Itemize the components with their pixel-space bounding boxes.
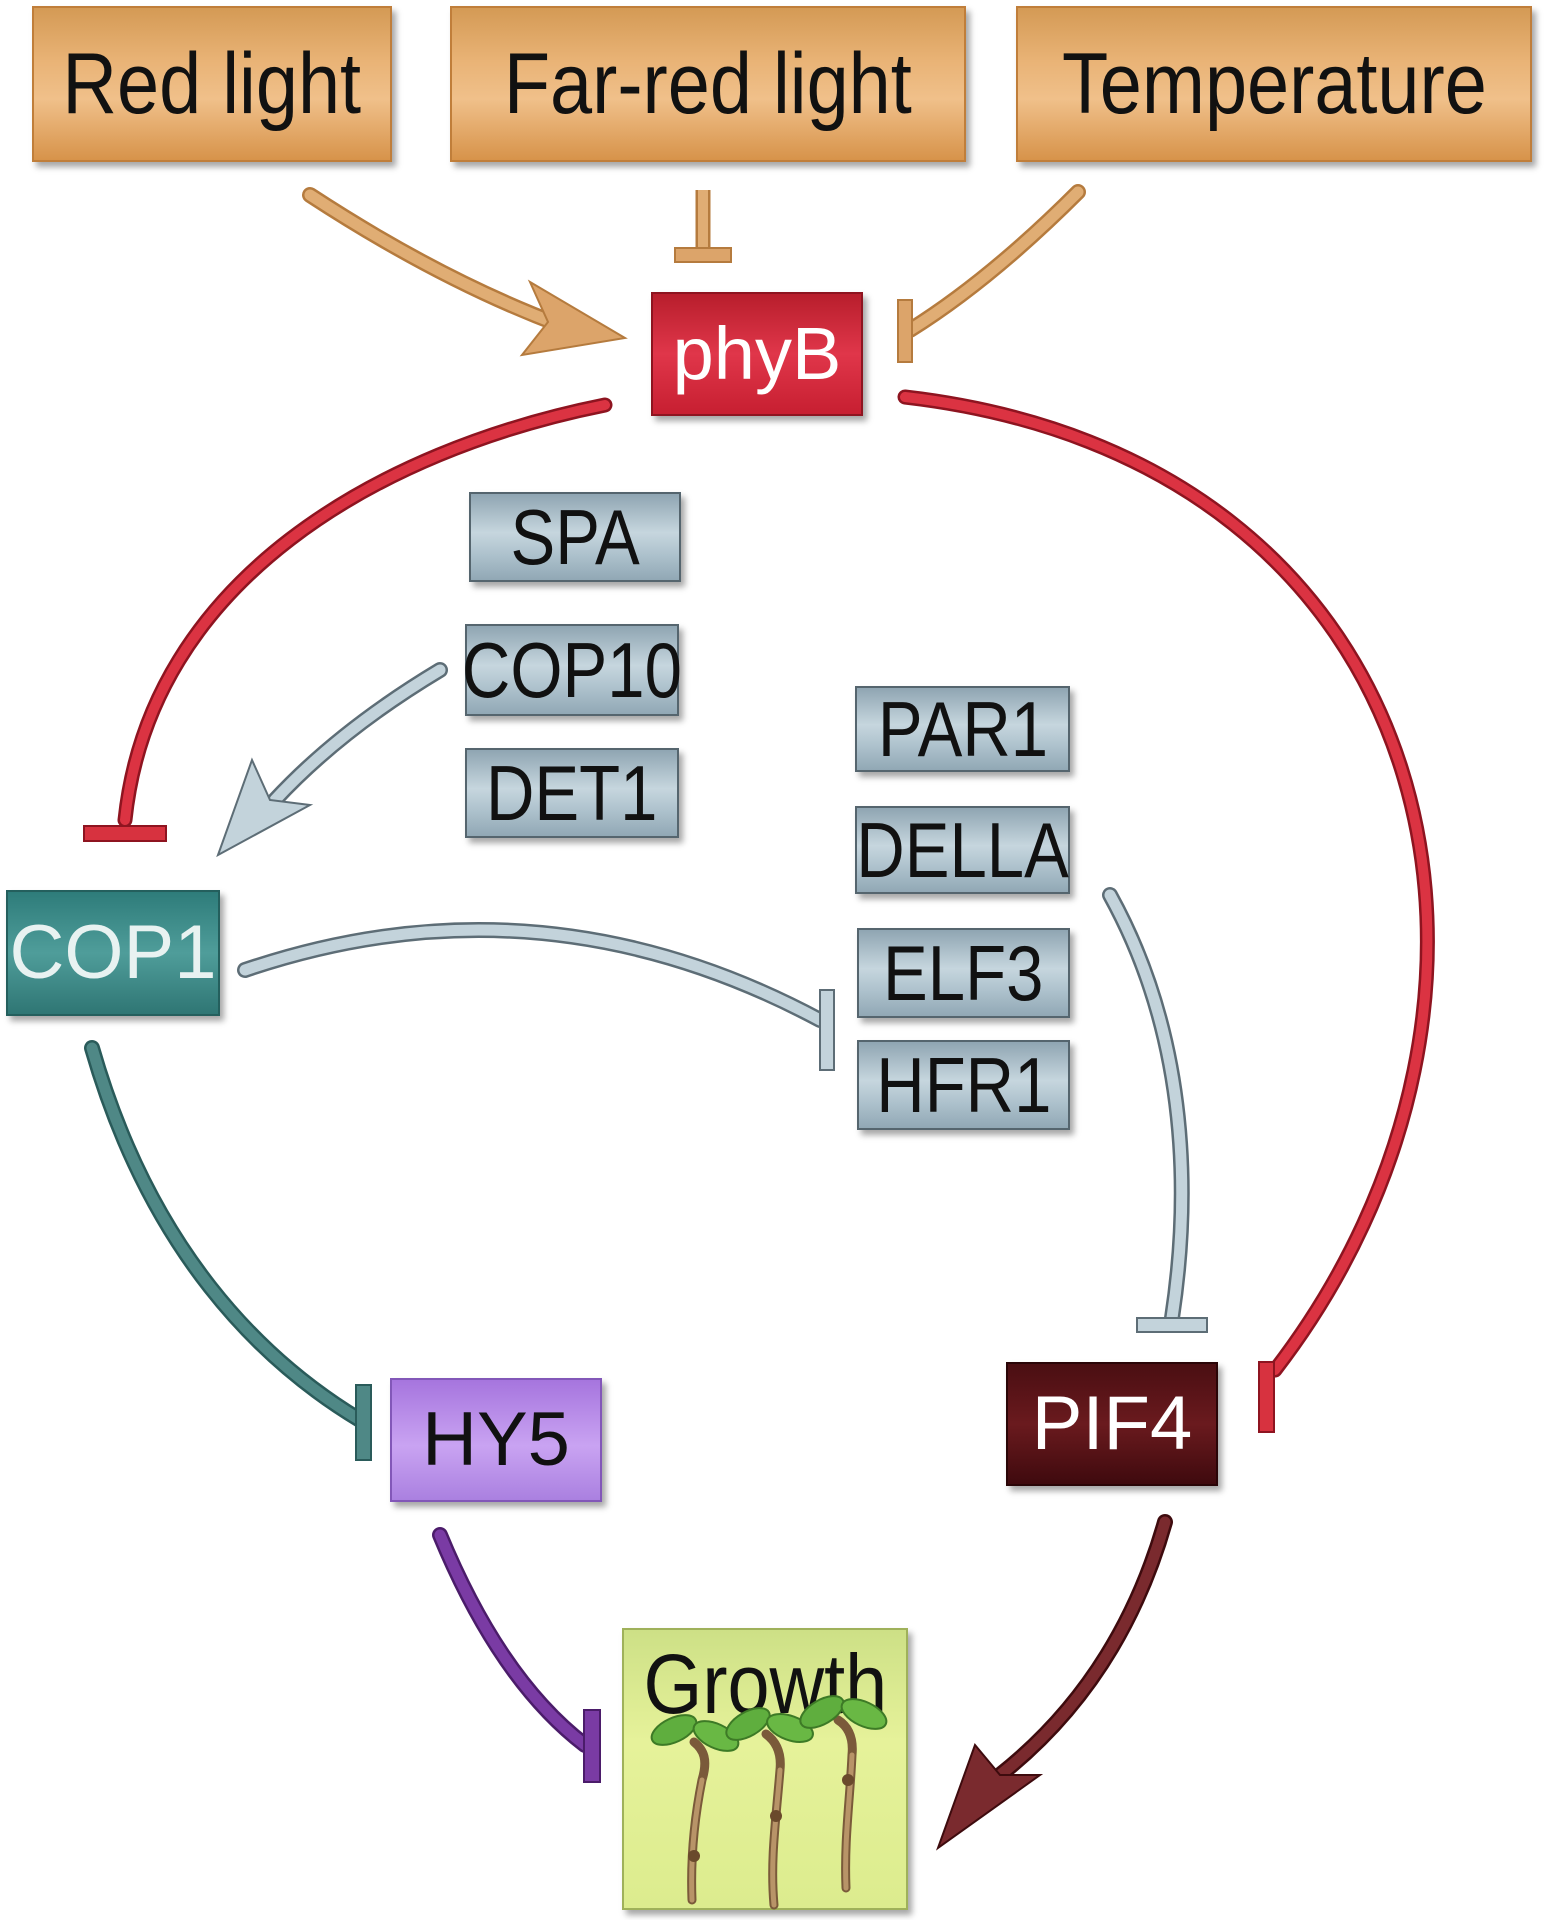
- hy5-label: HY5: [422, 1397, 570, 1482]
- par1-node: PAR1: [855, 686, 1070, 772]
- pif4-node: PIF4: [1006, 1362, 1218, 1486]
- hfr1-label: HFR1: [875, 1041, 1052, 1129]
- edge-pif4-growth: [935, 1514, 1173, 1851]
- edge-cop1-hy5: [84, 1040, 372, 1461]
- elf3-node: ELF3: [857, 928, 1070, 1018]
- det1-node: DET1: [465, 748, 679, 838]
- phyb-node: phyB: [651, 292, 863, 416]
- seedlings-illustration: [650, 1695, 888, 1910]
- edge-cop1-regulators: [237, 922, 835, 1071]
- hfr1-node: HFR1: [857, 1040, 1070, 1130]
- det1-label: DET1: [486, 749, 658, 837]
- edge-regulators-pif4: [1102, 887, 1208, 1333]
- edge-temperature-phyb: [897, 184, 1086, 363]
- edge-farred-phyb: [674, 190, 732, 263]
- arrowhead: [519, 279, 628, 357]
- della-label: DELLA: [856, 806, 1069, 894]
- arrowhead: [935, 1743, 1044, 1851]
- elf3-label: ELF3: [883, 929, 1044, 1017]
- red-light-label: Red light: [62, 36, 362, 132]
- hy5-node: HY5: [390, 1378, 602, 1502]
- pif4-label: PIF4: [1031, 1381, 1193, 1466]
- far-red-light-box: Far-red light: [450, 6, 966, 162]
- cop1-label: COP1: [9, 910, 217, 995]
- edge-phyb-cop1: [83, 397, 613, 842]
- edge-cop10-cop1: [216, 662, 448, 858]
- phyb-label: phyB: [672, 312, 842, 395]
- red-light-box: Red light: [32, 6, 392, 162]
- spa-node: SPA: [469, 492, 681, 582]
- della-node: DELLA: [855, 806, 1070, 894]
- spa-label: SPA: [510, 493, 640, 581]
- par1-label: PAR1: [877, 685, 1048, 773]
- edge-phyb-pif4: [897, 389, 1435, 1433]
- cop10-label: COP10: [462, 626, 683, 714]
- arrowhead: [216, 757, 314, 858]
- cop10-node: COP10: [462, 624, 683, 716]
- temperature-label: Temperature: [1061, 36, 1487, 132]
- temperature-box: Temperature: [1016, 6, 1532, 162]
- growth-node: Growth: [622, 1628, 908, 1910]
- seedling-3: [799, 1695, 888, 1893]
- cop1-node: COP1: [6, 890, 220, 1016]
- edge-redlight-phyb: [302, 187, 628, 357]
- edge-hy5-growth: [432, 1527, 601, 1783]
- far-red-light-label: Far-red light: [504, 36, 912, 132]
- seedling-2: [725, 1707, 814, 1910]
